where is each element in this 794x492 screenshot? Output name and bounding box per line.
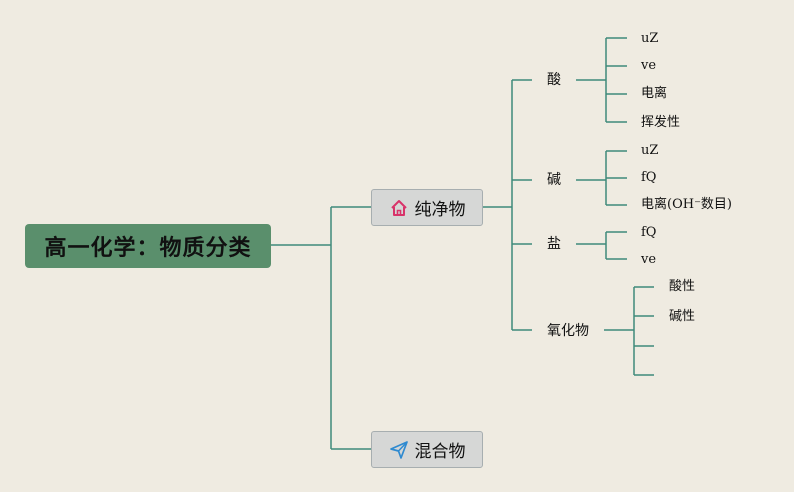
leaf-oxide-1[interactable]: 酸性 [669,279,696,294]
topic-salt[interactable]: 盐 [547,236,561,252]
leaf-acid-3[interactable]: 电离 [641,86,668,101]
branch-label: 混合物 [414,442,466,462]
leaf-salt-1[interactable]: fQ [641,225,657,240]
topic-base[interactable]: 碱 [547,172,561,188]
branch-pure-substance[interactable]: 纯净物 [371,189,483,226]
leaf-base-2[interactable]: fQ [641,170,657,185]
send-icon [389,440,409,460]
root-title: 高一化学：物质分类 [44,236,252,261]
leaf-acid-2[interactable]: ve [641,58,657,73]
leaf-base-3[interactable]: 电离(OH⁻数目) [641,197,733,212]
branch-mixture[interactable]: 混合物 [371,431,483,468]
leaf-salt-2[interactable]: ve [641,252,657,267]
topic-oxide[interactable]: 氧化物 [547,323,589,339]
home-icon [389,198,409,218]
leaf-acid-1[interactable]: uZ [641,31,659,46]
leaf-acid-4[interactable]: 挥发性 [641,115,681,130]
branch-label: 纯净物 [414,200,466,220]
topic-acid[interactable]: 酸 [547,72,561,88]
leaf-oxide-2[interactable]: 碱性 [669,309,696,324]
leaf-base-1[interactable]: uZ [641,143,659,158]
root-topic[interactable]: 高一化学：物质分类 [25,224,271,268]
